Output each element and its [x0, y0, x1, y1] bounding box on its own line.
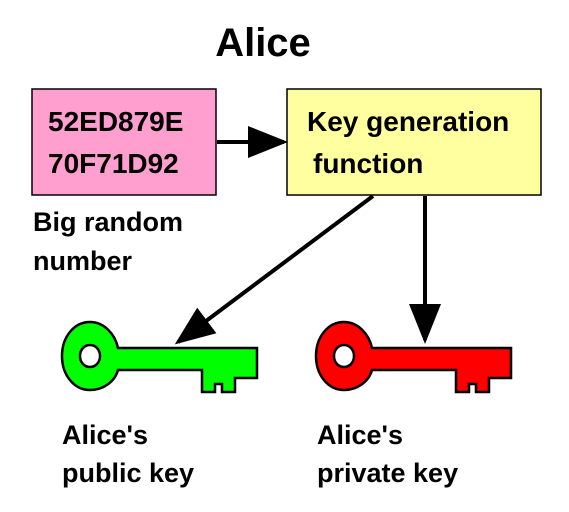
diagram-title: Alice — [215, 21, 311, 65]
key-generation-line-1: Key generation — [307, 106, 509, 137]
private-key-label-line-1: Alice's — [317, 420, 403, 450]
arrow-keygen-to-public-key — [174, 194, 375, 345]
random-number-box: 52ED879E 70F71D92 — [31, 88, 217, 196]
key-generation-box: Key generation function — [286, 88, 542, 196]
random-number-line-2: 70F71D92 — [48, 148, 179, 179]
random-label-line-2: number — [33, 246, 133, 276]
random-number-rect — [31, 88, 217, 196]
public-key-icon — [60, 320, 259, 394]
key-generation-line-2: function — [313, 148, 423, 179]
public-key-label-line-1: Alice's — [62, 420, 148, 450]
random-number-line-1: 52ED879E — [48, 106, 183, 137]
private-key-icon — [314, 320, 513, 394]
public-key-label-line-2: public key — [62, 458, 194, 488]
private-key-label-line-2: private key — [317, 458, 458, 488]
key-generation-rect — [286, 88, 542, 196]
random-label-line-1: Big random — [33, 207, 183, 237]
